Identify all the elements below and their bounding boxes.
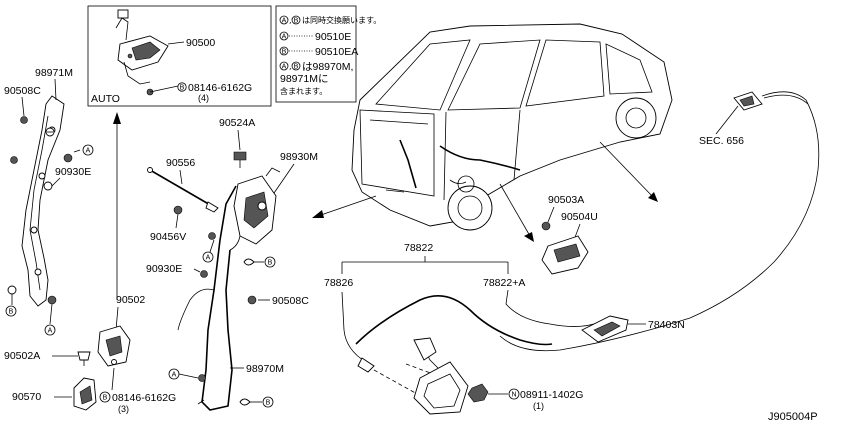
cable-78822A-drawing bbox=[505, 289, 601, 327]
part-label-90524A: 90524A bbox=[219, 117, 255, 129]
legend-marker-b-2: B bbox=[282, 49, 287, 56]
screw-90503A-drawing bbox=[541, 221, 551, 231]
legend-frame bbox=[275, 5, 357, 103]
bolt-90524A-drawing bbox=[233, 151, 247, 168]
marker-n-08911 bbox=[508, 388, 520, 400]
part-label-90508C-mid: 90508C bbox=[272, 295, 309, 307]
arrow-vehicle-to-90504U bbox=[499, 183, 534, 242]
part-qty-08911: (1) bbox=[533, 401, 544, 411]
part-label-90504U: 90504U bbox=[561, 211, 598, 223]
legend-marker-a-1: A bbox=[282, 34, 287, 41]
marker-b-bottom-text: B bbox=[103, 395, 108, 402]
opener-78403N-drawing bbox=[581, 315, 629, 343]
svg-text:,: , bbox=[289, 16, 292, 25]
legend-marker-b-3: B bbox=[294, 64, 299, 71]
housing-drawing bbox=[413, 361, 469, 415]
part-label-08146-inset: 08146-6162G bbox=[188, 82, 252, 94]
marker-b-lower-text: B bbox=[266, 400, 271, 407]
cable-78826-drawing bbox=[341, 291, 553, 373]
marker-n-08911-text: N bbox=[511, 392, 516, 399]
part-label-98970M: 98970M bbox=[246, 363, 284, 375]
part-label-90508C-left: 90508C bbox=[4, 85, 41, 97]
legend-marker-a-0: A bbox=[282, 18, 287, 25]
marker-b-left bbox=[5, 305, 17, 317]
screw-90502A-drawing bbox=[77, 351, 91, 366]
marker-b-inset-text: B bbox=[180, 85, 185, 92]
strip-98971M-drawing bbox=[21, 95, 65, 307]
part-label-90930E-left: 90930E bbox=[55, 166, 91, 178]
marker-a-left2-text: A bbox=[48, 328, 53, 335]
marker-b-inset bbox=[177, 82, 187, 92]
clip-90508C-mid-drawing bbox=[247, 295, 257, 305]
part-label-SEC656: SEC. 656 bbox=[699, 135, 744, 147]
handle-SEC656-drawing bbox=[733, 91, 763, 111]
part-label-98930M: 98930M bbox=[280, 151, 318, 163]
legend-marker-a-3: A bbox=[282, 64, 287, 71]
legend-row4: 98971Mに bbox=[280, 73, 328, 85]
marker-b-lower bbox=[262, 396, 274, 408]
marker-a-left1 bbox=[82, 144, 94, 156]
legend-note-jp: は同時交換願います。 bbox=[302, 15, 381, 25]
part-label-78403N: 78403N bbox=[648, 319, 685, 331]
legend-code-90510EA: 90510EA bbox=[315, 46, 358, 58]
marker-a-lower-text: A bbox=[172, 372, 177, 379]
arrow-vehicle-to-cable bbox=[599, 141, 658, 202]
part-qty-08146-bottom: (3) bbox=[118, 404, 129, 414]
marker-a-mid-text: A bbox=[206, 255, 211, 262]
legend-note: A , B は同時交換願います。 A 90510E B 90510EA A , … bbox=[275, 5, 381, 103]
part-label-90456V: 90456V bbox=[150, 231, 186, 243]
vehicle-drawing bbox=[351, 23, 673, 231]
lock-90502-drawing bbox=[97, 325, 131, 367]
marker-b-mid bbox=[264, 256, 276, 268]
part-qty-08146-inset: (4) bbox=[198, 93, 209, 103]
part-label-08146-bottom: 08146-6162G bbox=[112, 392, 176, 404]
clip-lower-b-drawing bbox=[239, 398, 262, 406]
legend-row3: は98970M, bbox=[302, 61, 353, 73]
part-label-78822A: 78822+A bbox=[483, 277, 525, 289]
legend-code-90510E: 90510E bbox=[315, 31, 351, 43]
nut-08911-drawing bbox=[467, 383, 489, 403]
actuator-90500-drawing bbox=[115, 9, 169, 96]
legend-marker-b-0: B bbox=[294, 18, 299, 25]
clip-90456V-drawing bbox=[173, 205, 183, 215]
marker-b-bottom bbox=[99, 391, 111, 403]
svg-text:,: , bbox=[289, 62, 292, 71]
marker-a-left1-text: A bbox=[86, 148, 91, 155]
striker-90570-drawing bbox=[73, 377, 97, 411]
arrow-to-inset bbox=[113, 112, 121, 300]
part-label-90556: 90556 bbox=[166, 157, 195, 169]
inset-auto-label: AUTO bbox=[91, 93, 120, 105]
legend-row5: 含まれます。 bbox=[280, 86, 327, 96]
inset-auto: AUTO 90500 B 08146-6162G (4) bbox=[87, 5, 272, 107]
part-label-90500: 90500 bbox=[186, 37, 215, 49]
diagram-code: J905004P bbox=[768, 411, 818, 423]
arrow-vehicle-to-left bbox=[312, 195, 377, 218]
clip-left-group bbox=[10, 116, 73, 305]
motor-98930M-drawing bbox=[233, 167, 281, 245]
rod-90556-drawing bbox=[147, 167, 219, 213]
module-90504U-drawing bbox=[541, 235, 589, 275]
marker-a-mid bbox=[202, 251, 214, 263]
part-label-08911: 08911-1402G bbox=[520, 389, 583, 401]
part-label-78826: 78826 bbox=[324, 277, 353, 289]
part-label-90503A: 90503A bbox=[548, 194, 584, 206]
part-label-90930E-mid: 90930E bbox=[146, 263, 182, 275]
cable-long-right-drawing bbox=[499, 91, 820, 352]
clip-marker-b-mid-drawing bbox=[243, 258, 264, 266]
inset-auto-frame bbox=[87, 5, 272, 107]
cable-98970M-drawing bbox=[177, 185, 241, 411]
marker-b-left-text: B bbox=[9, 309, 14, 316]
part-label-78822: 78822 bbox=[404, 242, 433, 254]
clip-marker-a-mid bbox=[208, 232, 216, 240]
part-label-90502: 90502 bbox=[116, 294, 145, 306]
part-label-90502A: 90502A bbox=[4, 350, 40, 362]
part-label-90570: 90570 bbox=[12, 391, 41, 403]
part-label-98971M: 98971M bbox=[35, 67, 73, 79]
marker-a-left2 bbox=[44, 324, 56, 336]
marker-b-mid-text: B bbox=[268, 260, 273, 267]
